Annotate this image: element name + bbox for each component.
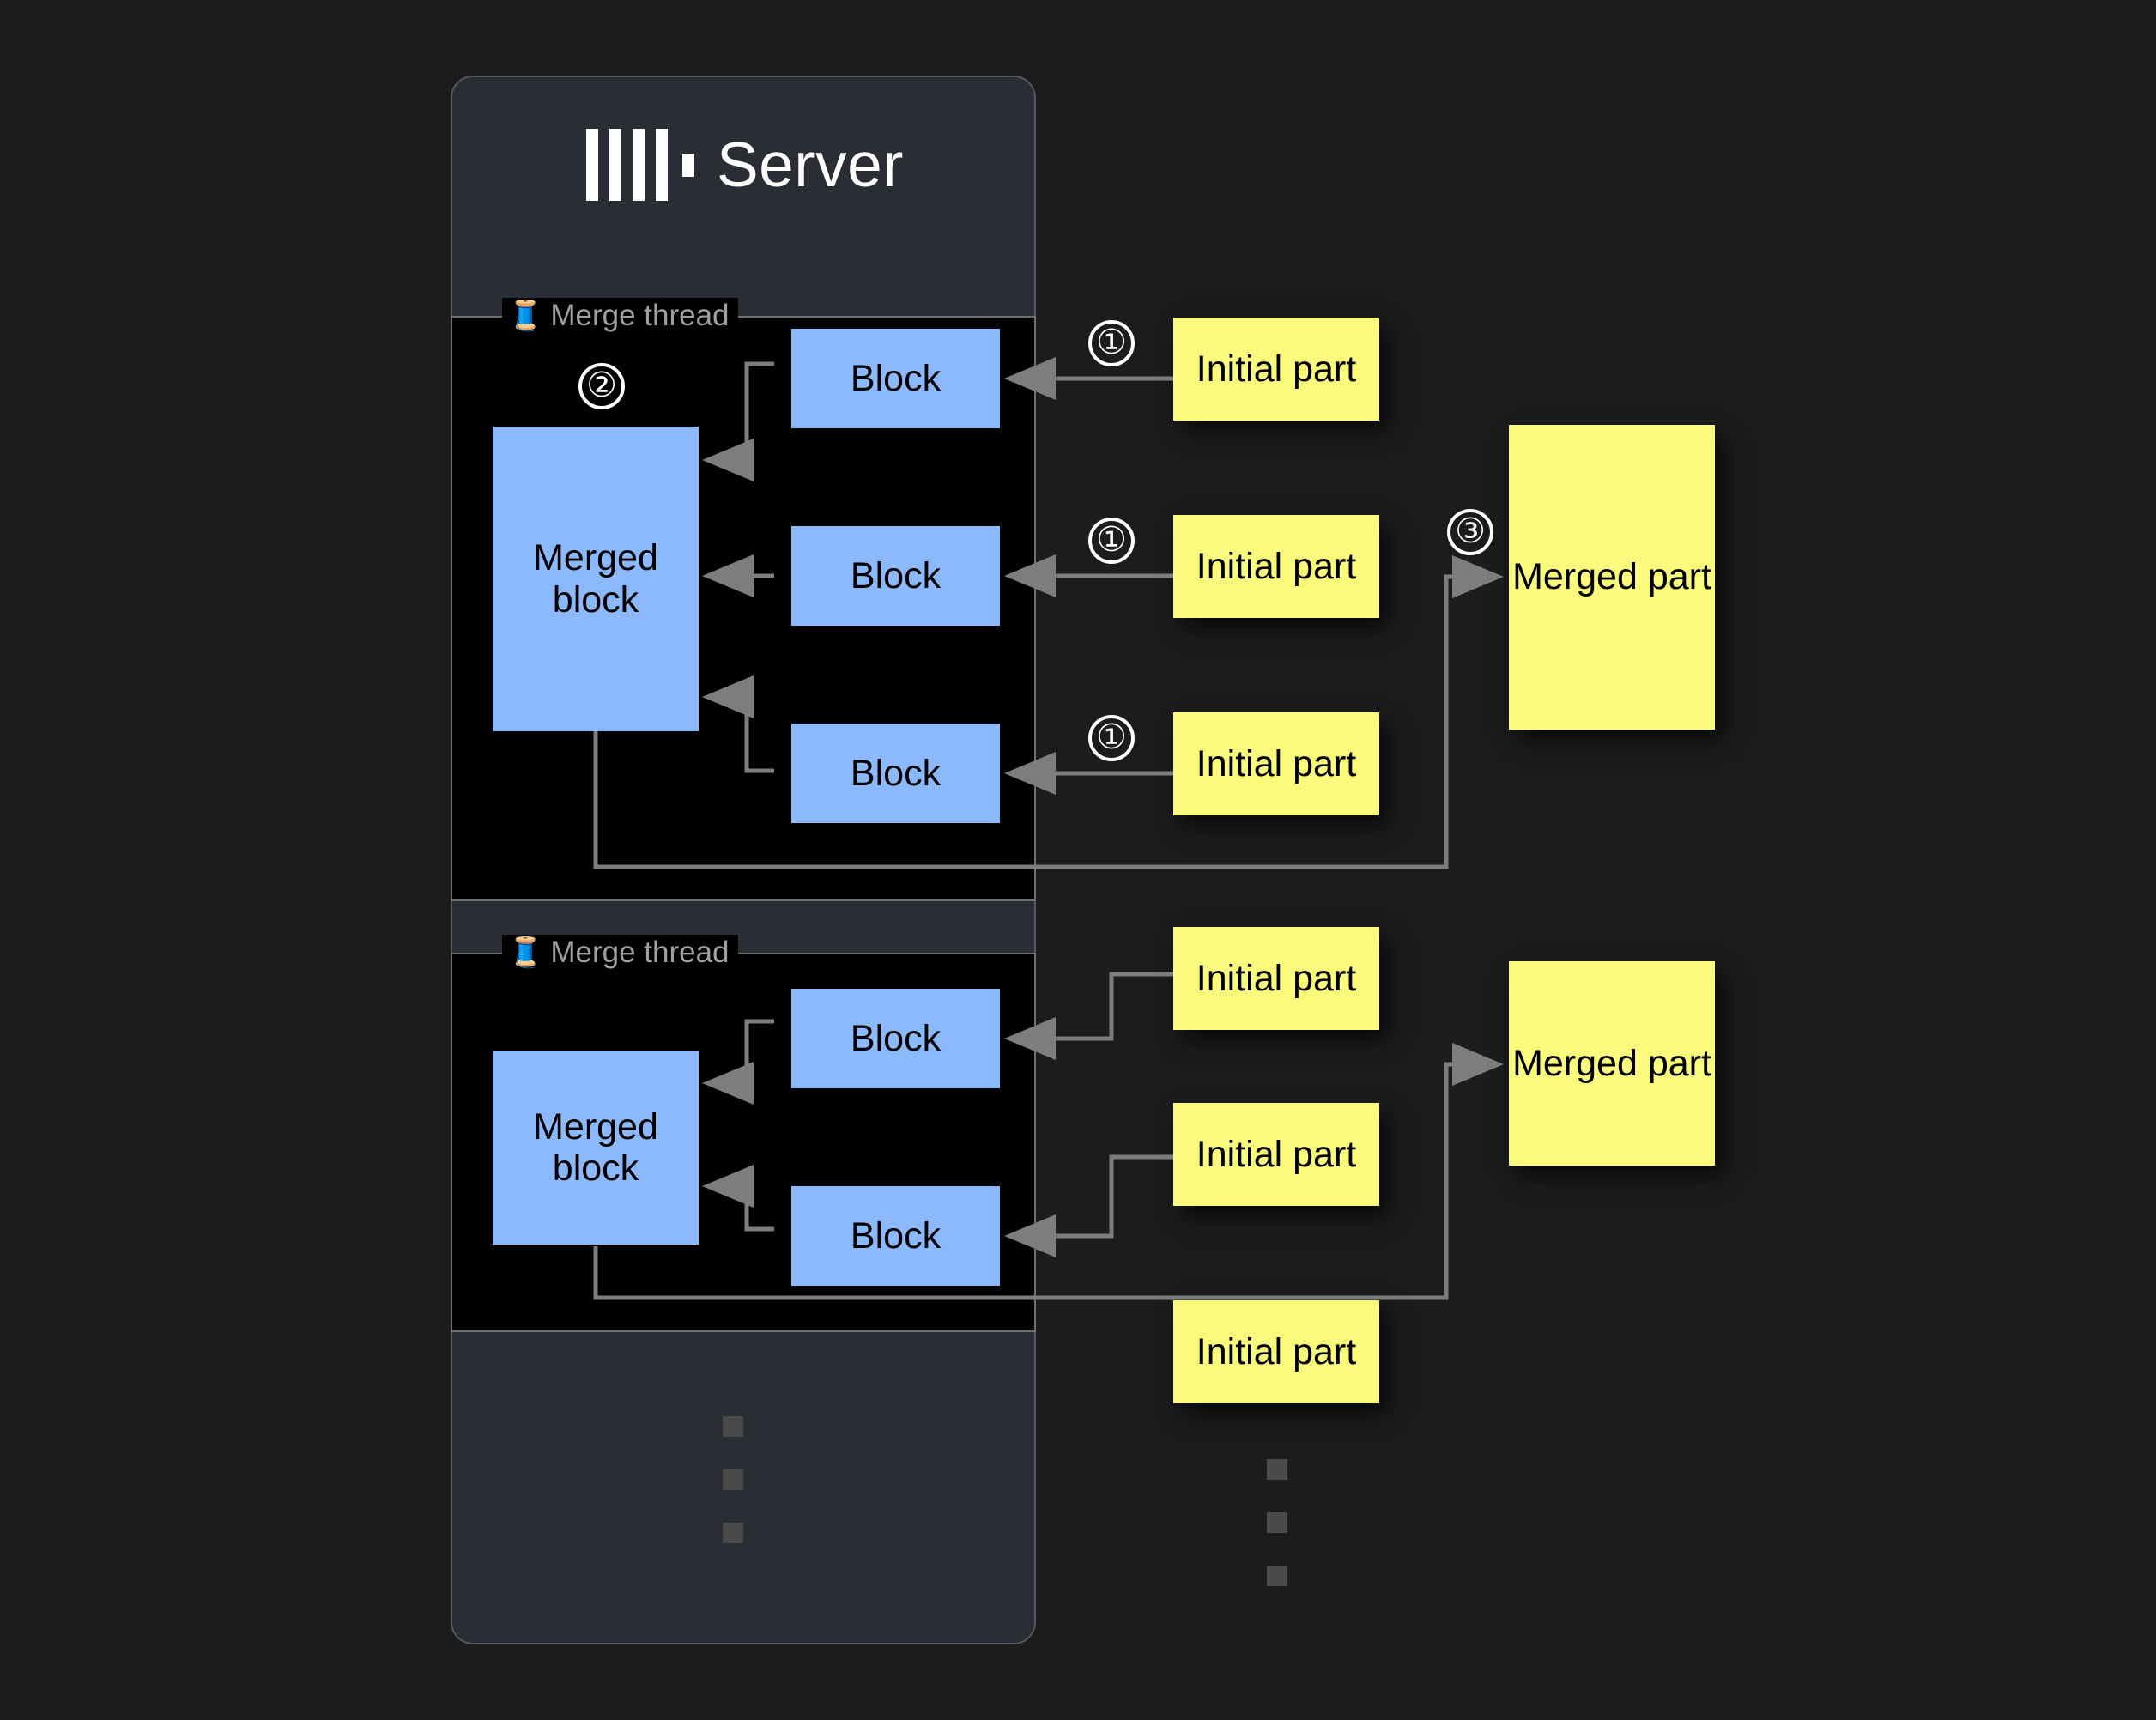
ellipsis-dot [723,1416,743,1437]
step-marker-two: ② [578,363,625,409]
initial-part-1-1: Initial part [1173,318,1379,421]
initial-part-label: Initial part [1196,957,1357,999]
block-label: Block [850,1017,942,1059]
initial-part-2-1: Initial part [1173,927,1379,1030]
thread-spool-icon: 🧵 [507,300,544,332]
merge-thread-label-text: Merge thread [550,936,730,969]
initial-part-label: Initial part [1196,348,1357,390]
merge-thread-label-text: Merge thread [550,299,730,332]
block-1-1: Block [791,329,1000,428]
server-title: Server [716,130,904,200]
server-header: Server [452,113,1038,216]
initial-part-1-2: Initial part [1173,515,1379,618]
ellipsis-dot [1267,1459,1287,1480]
merged-block-1: Merged block [493,427,699,731]
ellipsis-dot [723,1523,743,1543]
step-marker-one-2: ① [1088,518,1135,564]
ellipsis-dot [1267,1566,1287,1586]
initial-part-label: Initial part [1196,1133,1357,1175]
ellipsis-dot [1267,1512,1287,1533]
merged-block-label: Merged block [533,537,658,621]
merge-thread-label-2: 🧵 Merge thread [502,935,738,971]
step-marker-three: ③ [1447,509,1493,555]
server-ellipsis [723,1416,743,1543]
initial-part-label: Initial part [1196,545,1357,587]
initial-part-trailing: Initial part [1173,1300,1379,1403]
ellipsis-dot [723,1469,743,1490]
step-marker-one-1: ① [1088,320,1135,366]
initial-part-label: Initial part [1196,1330,1357,1372]
clickhouse-logo-icon [585,129,694,201]
block-1-2: Block [791,526,1000,626]
merged-block-label: Merged block [533,1105,658,1189]
block-label: Block [850,357,942,399]
block-1-3: Block [791,724,1000,823]
merged-part-label: Merged part [1512,1042,1711,1084]
initial-part-label: Initial part [1196,742,1357,784]
merged-part-label: Merged part [1512,556,1711,598]
merged-part-2: Merged part [1509,961,1715,1166]
merged-part-1: Merged part [1509,425,1715,730]
arrow-initialpart-to-block-2-1 [1004,972,1173,1060]
arrow-initialpart-to-block-2-2 [1004,1154,1173,1257]
block-2-1: Block [791,989,1000,1088]
block-label: Block [850,554,942,597]
merge-thread-label-1: 🧵 Merge thread [502,298,738,334]
step-marker-one-3: ① [1088,715,1135,761]
block-label: Block [850,1214,942,1257]
block-2-2: Block [791,1186,1000,1286]
parts-ellipsis [1267,1459,1287,1586]
initial-part-1-3: Initial part [1173,712,1379,815]
thread-spool-icon: 🧵 [507,936,544,969]
initial-part-2-2: Initial part [1173,1103,1379,1206]
block-label: Block [850,752,942,794]
merged-block-2: Merged block [493,1051,699,1245]
